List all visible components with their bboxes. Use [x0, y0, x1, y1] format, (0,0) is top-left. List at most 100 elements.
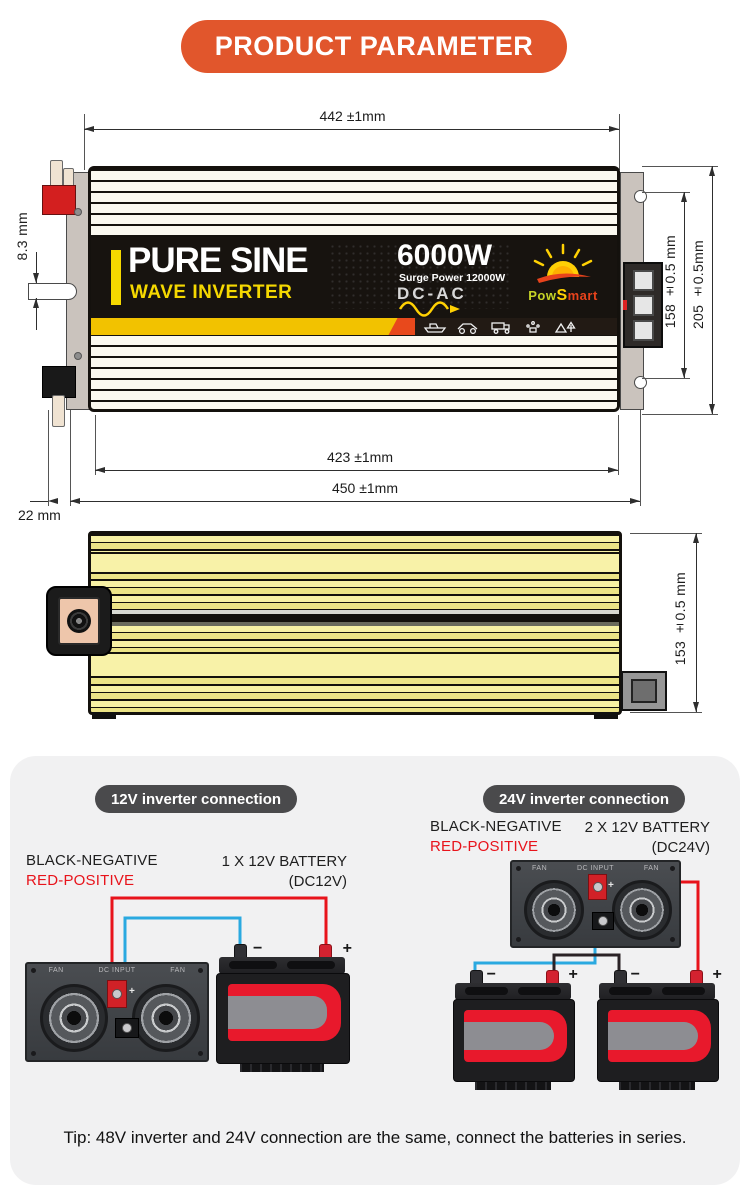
sine-wave-icon — [397, 301, 467, 318]
side-connector — [621, 671, 667, 711]
yellow-stripe — [91, 318, 399, 335]
24v-battery-2: − + — [597, 966, 722, 1090]
screw-icon — [198, 968, 203, 973]
dimension-line-overall-height — [709, 166, 715, 414]
arrow-icon — [681, 368, 687, 378]
inverter-panel-labels: FAN DC INPUT FAN — [27, 967, 207, 974]
plus-sign: + — [342, 940, 352, 957]
tip-text: Tip: 48V inverter and 24V connection are… — [63, 1128, 687, 1147]
power-rating: 6000W — [397, 239, 493, 272]
fan-icon — [40, 984, 108, 1052]
arrow-icon — [33, 298, 39, 308]
page-title: PRODUCT PARAMETER — [214, 31, 534, 61]
screw-icon — [74, 352, 82, 360]
car-icon — [457, 322, 478, 334]
camper-truck-icon — [491, 321, 510, 334]
fan-icon — [612, 880, 672, 940]
screw-icon — [670, 937, 675, 942]
screw-icon — [74, 208, 82, 216]
12v-battery: − + — [216, 940, 352, 1072]
12v-red-wire — [110, 896, 328, 986]
cover-slot — [228, 961, 277, 969]
dimension-line-offset — [30, 498, 58, 504]
arrow-icon — [709, 166, 715, 176]
battery-red-band — [463, 1010, 567, 1062]
cover-slot — [608, 987, 653, 995]
battery-body — [597, 999, 719, 1082]
battery-base — [474, 1082, 552, 1090]
dim-overall-width: 450 ±1mm — [331, 480, 399, 496]
screw-icon — [31, 968, 36, 973]
battery-label-area — [607, 1022, 699, 1050]
brand-line2: WAVE INVERTER — [130, 282, 293, 303]
inverter-panel-labels: FAN DC INPUT FAN — [512, 865, 679, 872]
dimension-line-overall-width — [70, 498, 640, 504]
12v-inverter-rear: FAN DC INPUT FAN + — [25, 962, 209, 1062]
battery-body — [216, 973, 350, 1064]
24v-battery-label: 2 X 12V BATTERY (DC24V) — [584, 819, 710, 856]
dimension-line-top-width — [84, 126, 619, 132]
dc-positive-terminal — [107, 980, 127, 1008]
arrow-icon — [709, 404, 715, 414]
battery-red-band — [607, 1010, 711, 1062]
arrow-icon — [608, 467, 618, 473]
arrow-icon — [693, 533, 699, 543]
nut-icon — [593, 882, 603, 892]
camping-icon — [554, 320, 576, 333]
mount-notch — [634, 190, 647, 203]
section-title-banner: PRODUCT PARAMETER — [181, 20, 567, 73]
battery-label-area — [463, 1022, 555, 1050]
outlet-cell — [633, 320, 654, 341]
plus-sign: + — [608, 880, 614, 891]
battery-body — [453, 999, 575, 1082]
dim-terminal-offset: 22 mm — [18, 507, 61, 523]
ac-outlet-block — [623, 262, 663, 348]
24v-battery-1: − + — [453, 966, 578, 1090]
nut-icon — [598, 916, 608, 926]
dc-socket-block — [46, 586, 112, 656]
mount-slot — [28, 283, 77, 300]
extension-line — [640, 410, 641, 506]
accent-stripe — [91, 318, 617, 335]
24v-inverter-rear: FAN DC INPUT FAN + — [510, 860, 681, 948]
dim-top-width: 442 ±1mm — [319, 108, 386, 124]
fan-icon — [524, 880, 584, 940]
powsmart-logo: PowSmart — [511, 241, 615, 315]
battery-cover — [599, 983, 715, 1000]
extension-line — [642, 192, 690, 193]
battery-base — [239, 1064, 325, 1072]
extension-line — [630, 712, 702, 713]
plus-sign: + — [712, 966, 722, 983]
extension-line — [618, 415, 619, 475]
side-view-drawing: 153 ±0.5 mm — [46, 531, 702, 719]
fin-zone — [91, 652, 619, 678]
yellow-bar — [111, 250, 121, 305]
screw-icon — [670, 866, 675, 871]
battery-red-band — [227, 984, 342, 1041]
foot — [92, 712, 116, 719]
surge-rating: Surge Power 12000W — [399, 272, 506, 284]
arrow-icon — [609, 126, 619, 132]
dim-body-width: 423 ±1mm — [326, 449, 394, 465]
fan-label: FAN — [170, 967, 186, 974]
minus-sign: − — [252, 940, 263, 957]
fan-label: FAN — [532, 865, 548, 872]
dc-positive-terminal — [588, 874, 607, 900]
extension-line — [48, 410, 49, 506]
dc-negative-terminal — [115, 1018, 139, 1038]
battery-label-area — [227, 996, 328, 1029]
plus-sign: + — [568, 966, 578, 983]
12v-positive-label: RED-POSITIVE — [26, 872, 135, 889]
dim-side-height: 153 ±0.5 mm — [672, 572, 688, 666]
positive-terminal — [42, 185, 76, 215]
arrow-icon — [70, 498, 80, 504]
inverter-front-body: PURE SINE WAVE INVERTER 6000W Surge Powe… — [88, 166, 620, 412]
connector-inner — [631, 679, 657, 703]
fan-icon — [132, 984, 200, 1052]
front-view-drawing: 442 ±1mm 8.3 mm — [0, 100, 750, 530]
fan-label: FAN — [48, 967, 64, 974]
dimension-line-body-height — [681, 192, 687, 378]
arrow-icon — [630, 498, 640, 504]
socket-face — [58, 597, 100, 645]
12v-connection-title: 12V inverter connection — [95, 785, 297, 813]
